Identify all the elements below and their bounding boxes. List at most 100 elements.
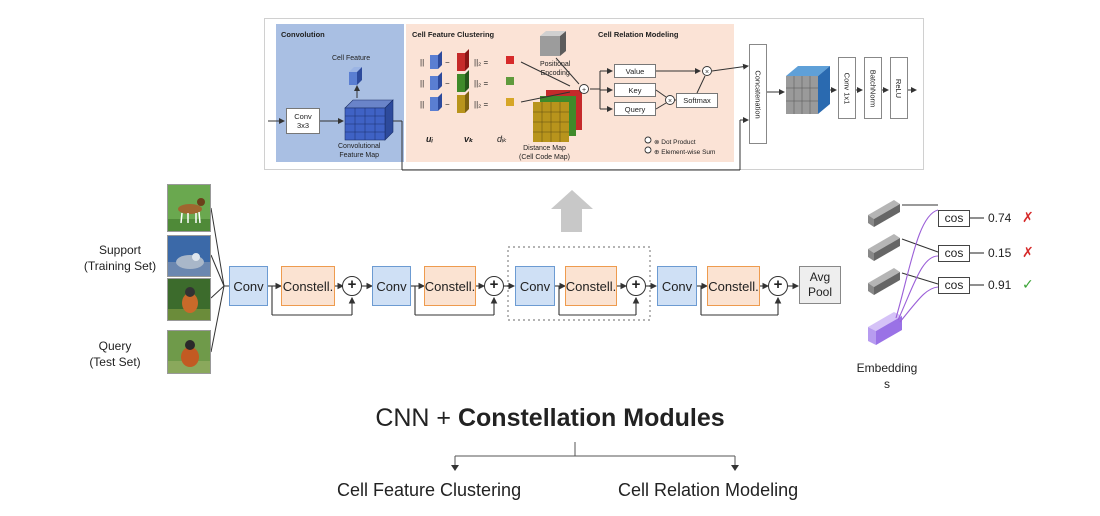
svg-text:||: || (420, 100, 424, 109)
key-box: Key (614, 83, 656, 97)
conv3x3-box: Conv 3x3 (286, 108, 320, 134)
conv-feature-map-line2: Feature Map (339, 152, 380, 159)
residual-sum-4: + (768, 276, 788, 296)
support-image-bird (167, 278, 211, 321)
svg-text:||₂ =: ||₂ = (474, 79, 488, 88)
svg-text:−: − (445, 100, 450, 109)
cos-box-3: cos (938, 277, 970, 294)
conv-block-4: Conv (657, 266, 697, 306)
conv-feature-map-label: Convolutional Feature Map (338, 142, 380, 160)
query-image-robin (167, 330, 211, 374)
svg-text:×: × (668, 98, 672, 105)
svg-text:×: × (705, 69, 709, 76)
distance-line1: Distance Map (523, 145, 566, 152)
score-3: 0.91 (988, 278, 1012, 292)
robin-thumbnail (168, 331, 210, 373)
concatenation-box: Concatenation (749, 44, 767, 144)
softmax-box: Softmax (676, 93, 718, 108)
dot-product-legend: ⊗ Dot Product (654, 139, 696, 146)
zoom-up-arrow (551, 190, 593, 232)
query-box: Query (614, 102, 656, 116)
avg-pool-line1: Avg (809, 270, 831, 284)
score-1: 0.74 (988, 211, 1012, 225)
positional-line1: Positional (540, 61, 571, 68)
conv3x3-line1: Conv (294, 112, 312, 121)
support-label-line1: Support (98, 243, 142, 257)
residual-sum-1: + (342, 276, 362, 296)
constell-block-1: Constell. (281, 266, 335, 306)
v-label: vₖ (464, 134, 474, 144)
cluster-title: Cell Feature Clustering (412, 30, 495, 39)
conv-section-arrows (268, 85, 749, 171)
cos-connectors (895, 204, 984, 323)
svg-text:−: − (445, 58, 450, 67)
residual-sum-3: + (626, 276, 646, 296)
svg-text:||₂ =: ||₂ = (474, 58, 488, 67)
caption-bold: Constellation Modules (457, 404, 725, 432)
convolution-title: Convolution (281, 30, 325, 39)
cos-box-1: cos (938, 210, 970, 227)
residual-sum-2: + (484, 276, 504, 296)
cross-icon: ✗ (1022, 244, 1034, 260)
distance-map-stack (533, 90, 582, 142)
positional-line2: Encoding (540, 70, 570, 77)
svg-text:||₂ =: ||₂ = (474, 100, 488, 109)
conv-block-3: Conv (515, 266, 555, 306)
cos-box-2: cos (938, 245, 970, 262)
conv-block-1: Conv (229, 266, 268, 306)
distance-line2: (Cell Code Map) (519, 154, 570, 161)
query-label-line2: (Test Set) (89, 355, 141, 369)
support-image-dog (167, 184, 211, 232)
distance-map-label: Distance Map (Cell Code Map) (519, 144, 570, 162)
support-label: Support (Training Set) (70, 242, 170, 274)
feature-map-grid (344, 99, 394, 141)
embeddings-label-line1: Embedding (856, 361, 918, 375)
value-box: Value (614, 64, 656, 78)
operator-symbols: + × × (582, 69, 709, 105)
conv1x1-box: Conv 1x1 (838, 57, 856, 119)
avg-pool-block: Avg Pool (799, 266, 841, 304)
clustering-rows: || − ||₂ = || − ||₂ = || − ||₂ = (420, 49, 514, 113)
query-label: Query (Test Set) (70, 338, 160, 370)
caption-cell-relation-modeling: Cell Relation Modeling (618, 480, 799, 500)
constell-block-4: Constell. (707, 266, 760, 306)
constell-block-3: Constell. (565, 266, 617, 306)
relation-title: Cell Relation Modeling (598, 30, 679, 39)
svg-text:+: + (582, 87, 586, 94)
embeddings-label: Embedding s (842, 360, 932, 392)
caption-plain: CNN + (375, 404, 458, 432)
query-label-line1: Query (98, 339, 132, 353)
cell-feature-label: Cell Feature (332, 55, 371, 62)
highlight-box (507, 246, 651, 321)
caption-title: CNN + Constellation Modules (0, 404, 1100, 433)
embedding-bars (868, 200, 902, 345)
conv-feature-map-line1: Convolutional (338, 143, 381, 150)
svg-text:||: || (420, 58, 424, 67)
operator-circles (579, 66, 712, 154)
embeddings-label-line2: s (884, 377, 890, 391)
score-2: 0.15 (988, 246, 1012, 260)
bird-thumbnail (168, 279, 210, 320)
fish-thumbnail (168, 236, 210, 276)
relu-box: ReLU (890, 57, 908, 119)
avg-pool-line2: Pool (807, 285, 833, 299)
cross-icon: ✗ (1022, 209, 1034, 225)
input-fan-lines (210, 207, 229, 353)
u-label: uᵢ (426, 134, 434, 144)
positional-encoding-cube (540, 31, 566, 56)
caption-cell-feature-clustering: Cell Feature Clustering (337, 480, 522, 500)
conv3x3-line2: 3x3 (296, 121, 310, 130)
support-label-line2: (Training Set) (83, 259, 157, 273)
batchnorm-box: BatchNorm (864, 57, 882, 119)
positional-encoding-label: Positional Encoding (540, 60, 570, 78)
pipeline-connectors (268, 282, 800, 316)
svg-text:||: || (420, 79, 424, 88)
check-icon: ✓ (1022, 276, 1034, 292)
svg-text:−: − (445, 79, 450, 88)
elementwise-sum-legend: ⊕ Element-wise Sum (654, 149, 716, 156)
conv-block-2: Conv (372, 266, 411, 306)
dog-thumbnail (168, 185, 210, 231)
cell-feature-cuboid (349, 67, 362, 85)
